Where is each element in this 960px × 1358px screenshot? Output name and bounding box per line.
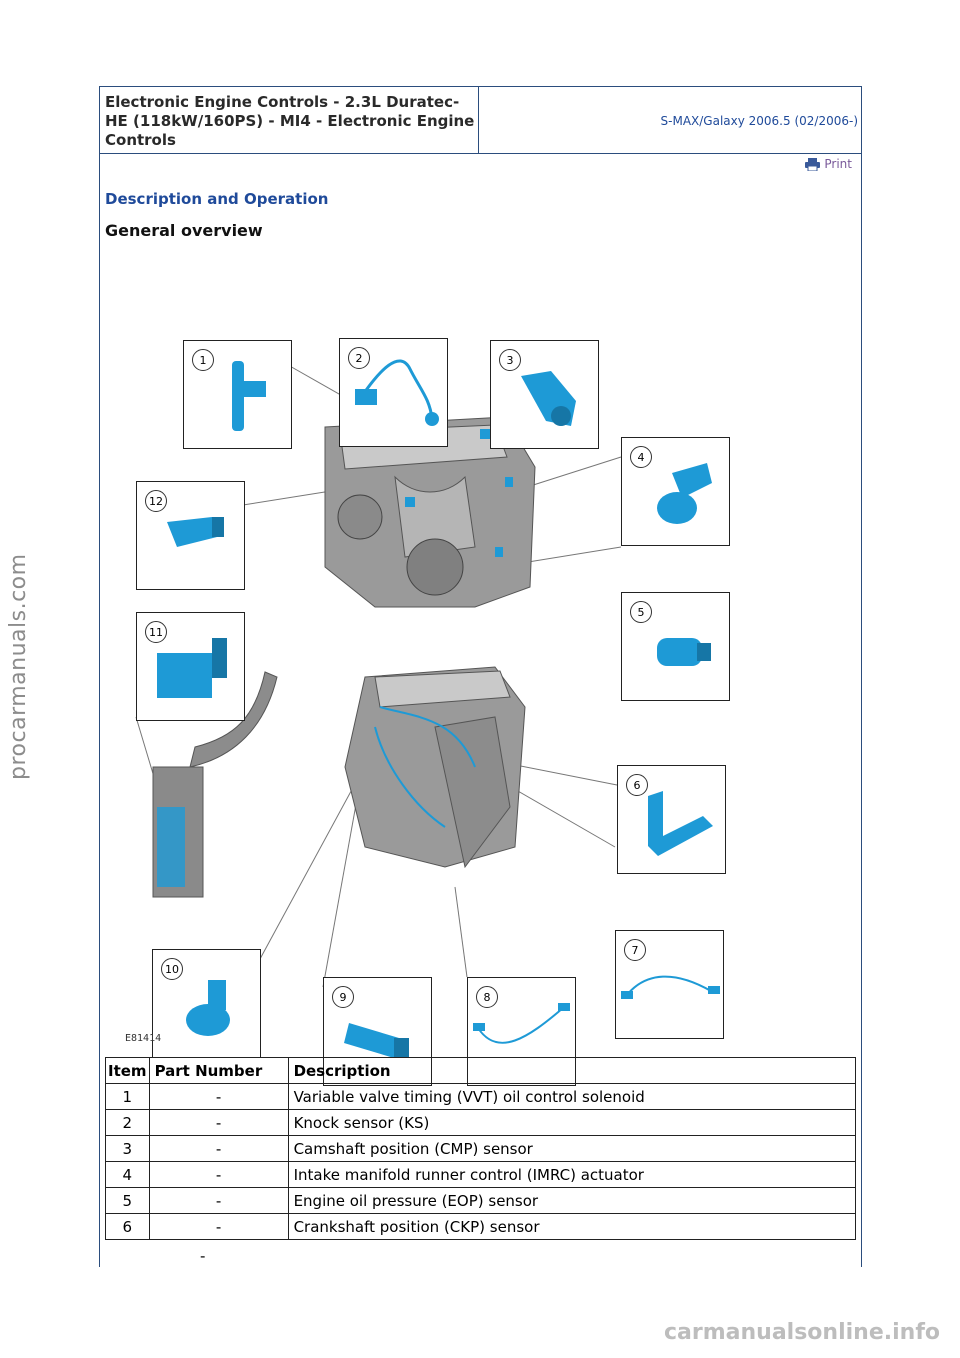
- callout-number: 8: [476, 986, 498, 1008]
- callout-number: 2: [348, 347, 370, 369]
- callout-1: 1: [183, 340, 292, 449]
- temperature-sensor-icon: [344, 1023, 409, 1058]
- sensor-icon: [167, 517, 224, 547]
- callout-number: 9: [332, 986, 354, 1008]
- callout-7: 7: [615, 930, 724, 1039]
- callout-number: 12: [145, 490, 167, 512]
- description-cell: Engine oil pressure (EOP) sensor: [287, 1187, 857, 1214]
- table-header-row: Item Part Number Description: [105, 1057, 857, 1084]
- callout-12: 12: [136, 481, 245, 590]
- oxygen-sensor-icon: [621, 975, 720, 999]
- section-title: Description and Operation: [105, 190, 329, 208]
- part-cell: -: [148, 1083, 289, 1110]
- description-cell: Camshaft position (CMP) sensor: [287, 1135, 857, 1162]
- callout-number: 6: [626, 774, 648, 796]
- col-description: Description: [287, 1057, 857, 1084]
- vehicle-model: S-MAX/Galaxy 2006.5 (02/2006-): [660, 114, 858, 128]
- oil-pressure-sensor-icon: [657, 638, 711, 666]
- col-item: Item: [105, 1057, 150, 1084]
- item-cell: 3: [105, 1135, 150, 1162]
- page-title: Electronic Engine Controls - 2.3L Durate…: [105, 93, 475, 149]
- oxygen-sensor-icon: [473, 1003, 570, 1044]
- header-divider: [478, 87, 479, 153]
- ecm-module-icon: [157, 638, 227, 698]
- callout-4: 4: [621, 437, 730, 546]
- callout-number: 4: [630, 446, 652, 468]
- knock-sensor-icon: [355, 359, 439, 426]
- callout-3: 3: [490, 340, 599, 449]
- engine-diagram: 1 2 3 4 5 6 7 8: [115, 247, 755, 1086]
- table-row: 2 - Knock sensor (KS): [105, 1109, 857, 1136]
- description-cell: Intake manifold runner control (IMRC) ac…: [287, 1161, 857, 1188]
- camshaft-sensor-icon: [521, 371, 576, 426]
- table-row: 1 - Variable valve timing (VVT) oil cont…: [105, 1083, 857, 1110]
- table-row: 3 - Camshaft position (CMP) sensor: [105, 1135, 857, 1162]
- throttle-body-icon: [186, 980, 230, 1036]
- part-cell: -: [148, 1187, 289, 1214]
- printer-icon: [805, 157, 821, 171]
- item-cell: 4: [105, 1161, 150, 1188]
- vvt-solenoid-icon: [232, 361, 266, 431]
- page-frame: Electronic Engine Controls - 2.3L Durate…: [99, 86, 862, 1267]
- item-cell: 6: [105, 1213, 150, 1240]
- part-cell: -: [148, 1109, 289, 1136]
- part-cell: -: [148, 1135, 289, 1162]
- callout-6: 6: [617, 765, 726, 874]
- header: Electronic Engine Controls - 2.3L Durate…: [100, 87, 861, 154]
- imrc-actuator-icon: [657, 463, 712, 524]
- callout-11: 11: [136, 612, 245, 721]
- item-cell: 1: [105, 1083, 150, 1110]
- callout-number: 3: [499, 349, 521, 371]
- callout-number: 5: [630, 601, 652, 623]
- table-row: 4 - Intake manifold runner control (IMRC…: [105, 1161, 857, 1188]
- callout-number: 1: [192, 349, 214, 371]
- print-label: Print: [824, 157, 852, 171]
- callout-number: 11: [145, 621, 167, 643]
- part-cell: -: [148, 1161, 289, 1188]
- part-cell: -: [148, 1213, 289, 1240]
- table-row: 5 - Engine oil pressure (EOP) sensor: [105, 1187, 857, 1214]
- callout-5: 5: [621, 592, 730, 701]
- callout-2: 2: [339, 338, 448, 447]
- item-cell: 5: [105, 1187, 150, 1214]
- col-part-number: Part Number: [148, 1057, 289, 1084]
- trailing-part-number: -: [200, 1247, 206, 1265]
- parts-table: Item Part Number Description 1 - Variabl…: [105, 1057, 857, 1240]
- item-cell: 2: [105, 1109, 150, 1136]
- description-cell: Variable valve timing (VVT) oil control …: [287, 1083, 857, 1110]
- description-cell: Crankshaft position (CKP) sensor: [287, 1213, 857, 1240]
- callout-number: 7: [624, 939, 646, 961]
- callout-number: 10: [161, 958, 183, 980]
- subtitle: General overview: [105, 221, 263, 240]
- engine-illustration: [135, 354, 622, 988]
- watermark-bottom: carmanualsonline.info: [664, 1320, 940, 1345]
- figure-code: E81414: [125, 1033, 162, 1044]
- description-cell: Knock sensor (KS): [287, 1109, 857, 1136]
- print-link[interactable]: Print: [805, 157, 852, 171]
- crankshaft-sensor-icon: [648, 791, 713, 856]
- table-row: 6 - Crankshaft position (CKP) sensor: [105, 1213, 857, 1240]
- watermark-left: procarmanuals.com: [6, 553, 31, 780]
- callout-10: 10: [152, 949, 261, 1058]
